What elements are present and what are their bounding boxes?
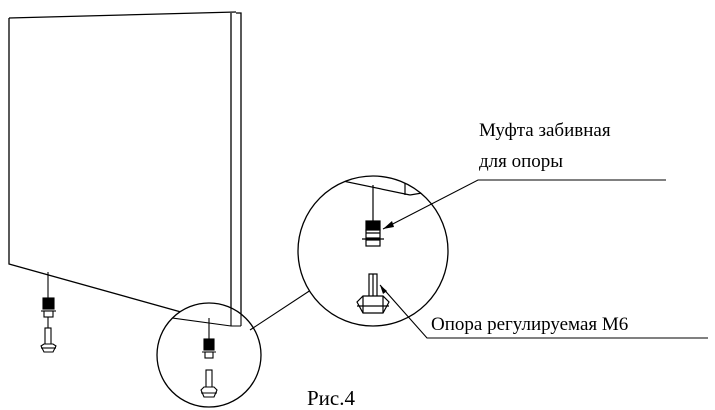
coupling-leader	[382, 179, 666, 230]
coupling-zoomed	[362, 220, 384, 247]
support-callout: Опора регулируемая М6	[431, 314, 629, 335]
panel-outline	[8, 12, 242, 327]
coupling-callout-line-2: для опоры	[479, 151, 564, 172]
left-foot-stem	[44, 327, 52, 346]
figure-caption: Рис.4	[307, 386, 355, 410]
small-detail-circle	[156, 302, 262, 408]
coupling-callout-line-1: Муфта забивная	[479, 120, 611, 141]
large-detail-circle	[297, 175, 449, 327]
leader-lines	[379, 179, 708, 339]
support-leader	[379, 284, 708, 339]
adjustable-foot-zoomed	[356, 273, 390, 314]
panel-bottom-edge-zoomed	[298, 176, 411, 196]
left-coupling-body	[42, 297, 55, 310]
cabinet-panel	[8, 11, 242, 327]
panel-front-edge	[8, 11, 237, 19]
left-foot-assembly	[40, 272, 57, 353]
